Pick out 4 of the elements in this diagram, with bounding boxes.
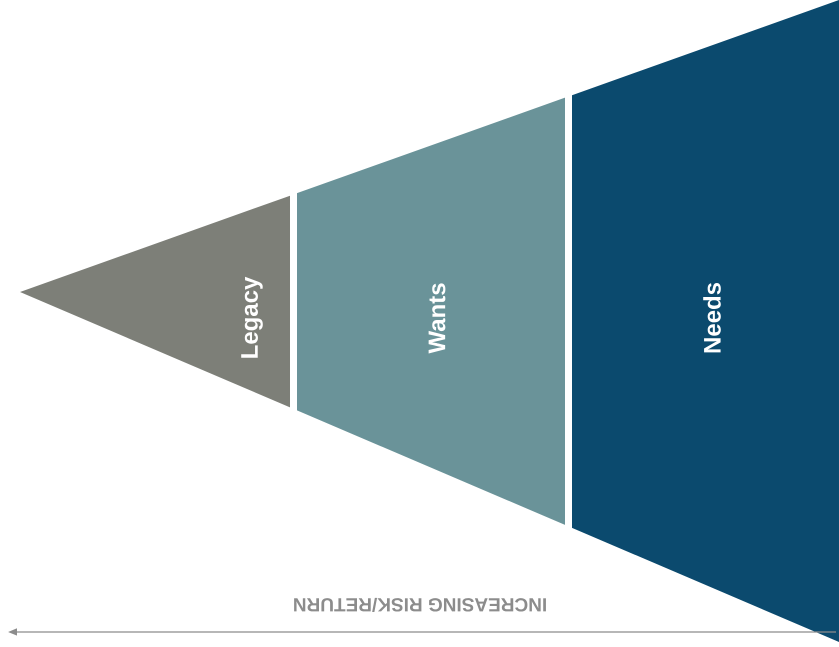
funnel-band: Wants <box>297 98 565 525</box>
axis-label: INCREASING RISK/RETURN <box>294 598 546 612</box>
funnel-band: Legacy <box>20 196 290 408</box>
funnel-band: Needs <box>572 0 839 642</box>
